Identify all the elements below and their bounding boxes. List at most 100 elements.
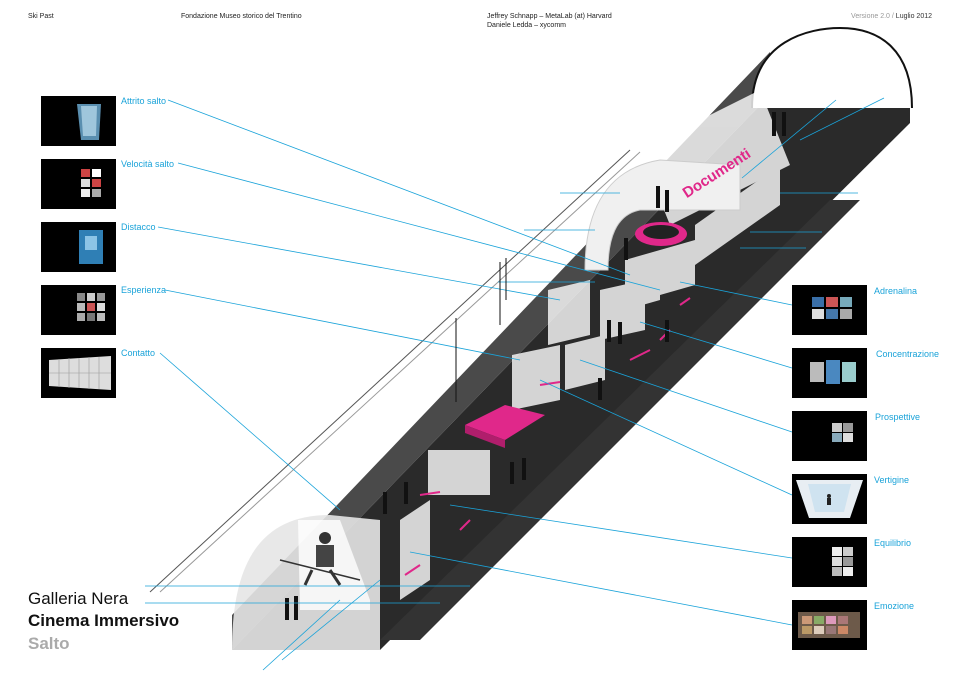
label-distacco: Distacco — [121, 222, 156, 232]
thumbnail-image — [77, 293, 105, 321]
tunnel-arch — [751, 26, 913, 109]
label-velocita-salto: Velocità salto — [121, 159, 175, 169]
box-platform-side — [465, 425, 505, 448]
leader-line-top-2 — [741, 99, 837, 179]
visitor — [598, 378, 602, 400]
header-credits-line2: Daniele Ledda – xycomm — [487, 22, 566, 29]
header-project: Ski Past — [28, 13, 54, 20]
leader-line-attrito — [167, 99, 631, 276]
glass-panel — [548, 280, 590, 345]
round-platform-top — [643, 225, 679, 239]
label-attrito-salto: Attrito salto — [121, 96, 167, 106]
leader-line-emozione — [409, 551, 793, 626]
thumbnail-equilibrio — [792, 537, 867, 587]
header-version-text: Versione 2.0 / — [851, 13, 894, 20]
leader-line-distacco — [157, 226, 561, 301]
label-emozione: Emozione — [873, 601, 914, 611]
glass-panel — [565, 335, 605, 390]
leader-line-velocita — [177, 162, 661, 291]
thumbnail-image — [832, 547, 853, 576]
thumbnail-concentrazione — [792, 348, 867, 398]
floor-marking — [459, 519, 471, 531]
visitor — [607, 320, 611, 342]
glass-panel — [660, 240, 695, 295]
visitor — [383, 492, 387, 514]
glass-panel — [512, 345, 560, 410]
leader-line-bottom-1 — [262, 599, 341, 671]
thumbnail-image — [77, 104, 101, 140]
skier-figure — [279, 532, 361, 586]
leader-line-equilibrio — [449, 504, 793, 559]
label-equilibrio: Equilibrio — [873, 538, 911, 548]
document-wall — [584, 159, 741, 271]
title-salto: Salto — [28, 634, 70, 653]
floor-marking — [679, 297, 691, 306]
visitors — [285, 112, 786, 620]
thumbnail-image — [49, 356, 111, 390]
thumbnail-distacco — [41, 222, 116, 272]
thumbnail-image — [810, 360, 856, 384]
thumbnail-image — [796, 480, 863, 518]
label-contatto: Contatto — [121, 348, 156, 358]
railing-left-2 — [159, 151, 641, 593]
leader-line-adrenalina — [679, 281, 793, 306]
leader-line-bottom-2 — [281, 579, 381, 661]
header-credits: Jeffrey Schnapp – MetaLab (at) Harvard D… — [487, 12, 612, 30]
box-platform — [465, 405, 545, 440]
label-prospettive: Prospettive — [874, 412, 920, 422]
leader-line-prospettive — [579, 359, 793, 433]
label-adrenalina: Adrenalina — [873, 286, 917, 296]
thumbnail-attrito-salto — [41, 96, 116, 146]
floor-marking — [404, 564, 421, 576]
thumbnail-image — [79, 230, 103, 264]
leader-line-concentrazione — [639, 321, 793, 369]
leader-lines — [145, 97, 885, 671]
glass-panel — [695, 165, 780, 265]
header-institution: Fondazione Museo storico del Trentino — [181, 13, 302, 20]
thumbnail-image — [832, 423, 853, 442]
thumbnail-emozione — [792, 600, 867, 650]
posts — [455, 258, 507, 402]
thumbnail-esperienza — [41, 285, 116, 335]
thumbnail-prospettive — [792, 411, 867, 461]
glass-panel — [428, 450, 490, 495]
label-concentrazione: Concentrazione — [875, 349, 939, 359]
title-cinema-immersivo: Cinema Immersivo — [28, 611, 180, 630]
visitor — [294, 596, 298, 620]
thumbnail-image — [798, 612, 860, 638]
floor-marking — [419, 491, 441, 496]
leader-line-vertigine — [539, 379, 793, 496]
header-credits-line1: Jeffrey Schnapp – MetaLab (at) Harvard — [487, 13, 612, 20]
railing-left — [149, 149, 631, 593]
thumbnail-vertigine — [792, 474, 867, 524]
visitor — [624, 238, 628, 260]
thumbnail-adrenalina — [792, 285, 867, 335]
thumbnail-velocita-salto — [41, 159, 116, 209]
visitor — [665, 190, 669, 212]
glass-panels — [298, 90, 790, 610]
title-galleria-nera: Galleria Nera — [28, 589, 129, 608]
visitor — [782, 112, 786, 136]
header-date: Luglio 2012 — [895, 13, 932, 20]
visitor — [510, 462, 514, 484]
leader-line-contatto — [159, 352, 341, 511]
corridor-stripe — [380, 200, 860, 640]
thumbnail-image — [812, 297, 852, 319]
thumbnail-contatto — [41, 348, 116, 398]
visitor — [522, 458, 526, 480]
visitor — [285, 598, 289, 620]
visitor — [404, 482, 408, 504]
leader-line-esperienza — [164, 289, 521, 361]
floor-marking — [629, 349, 651, 361]
floor-marking — [539, 381, 561, 386]
visitor — [665, 320, 669, 342]
visitor — [618, 322, 622, 344]
glass-panel — [625, 250, 660, 310]
header-version: Versione 2.0 / Luglio 2012 — [851, 12, 932, 21]
glass-panel — [400, 500, 430, 600]
label-esperienza: Esperienza — [121, 285, 167, 295]
label-vertigine: Vertigine — [873, 475, 909, 485]
thumbnail-image — [81, 169, 101, 197]
visitor — [656, 186, 660, 208]
leader-line-top-1 — [799, 97, 885, 141]
